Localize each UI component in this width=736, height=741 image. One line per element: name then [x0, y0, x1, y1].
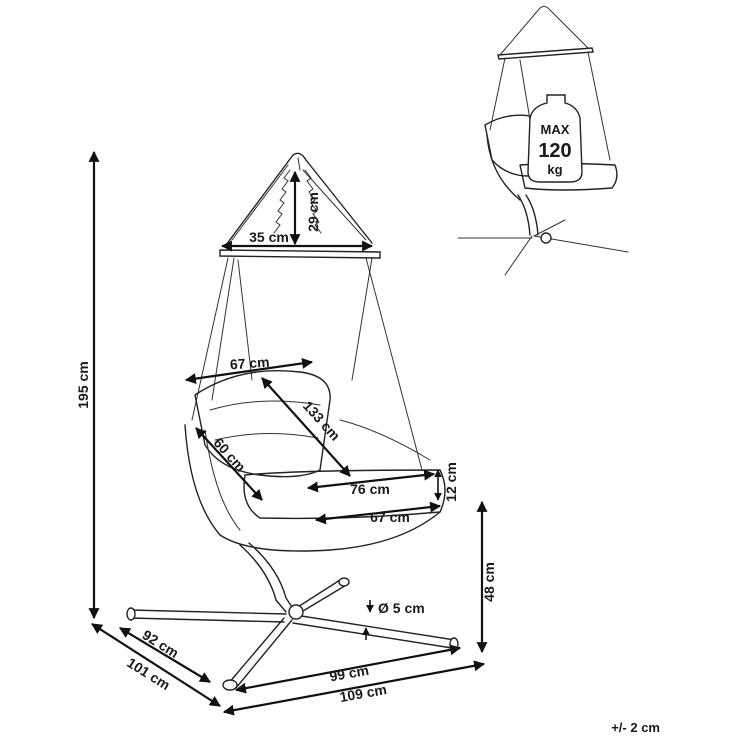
label-back-length: 133 cm [300, 398, 344, 444]
chain-right [304, 169, 322, 234]
label-side-depth: 60 cm [210, 435, 248, 475]
label-total-height: 195 cm [75, 361, 91, 408]
dimline-back-length [261, 377, 351, 477]
label-base-front-a: 99 cm [328, 662, 370, 685]
dimline-seat-width-top [184, 357, 314, 385]
label-chain-height: 29 cm [305, 192, 321, 232]
label-seat-width-bottom: 67 cm [370, 509, 410, 525]
spreader-bar [219, 249, 381, 259]
dimline-base-side-b [91, 623, 221, 707]
weight-badge-unit: kg [547, 162, 562, 177]
label-seat-depth: 76 cm [350, 481, 390, 497]
label-cushion-thickness: 12 cm [443, 462, 459, 502]
small-chair-illustration: MAX 120 kg [457, 5, 629, 276]
base-leg-front [227, 617, 293, 689]
label-chain-width: 35 cm [249, 229, 289, 245]
label-seat-width-top: 67 cm [229, 354, 270, 373]
hanging-triangle [225, 152, 373, 246]
seat-cushion [243, 469, 446, 520]
weight-badge-max: MAX [541, 122, 570, 137]
dimension-labels: 195 cm 29 cm 35 cm 67 cm 133 cm 60 cm 76… [75, 192, 660, 735]
label-base-height: 48 cm [481, 562, 497, 602]
label-base-side-a: 92 cm [140, 626, 182, 661]
dimline-seat-width-bottom [314, 501, 442, 525]
dimline-side-depth [195, 427, 263, 501]
dimline-seat-depth [306, 469, 436, 493]
weight-icon [527, 94, 583, 183]
stand-pole [239, 544, 287, 613]
label-base-front-b: 109 cm [338, 681, 388, 705]
dimline-base-front-b [222, 660, 486, 716]
rope-right-front [351, 257, 373, 381]
rope-left-front [191, 257, 229, 421]
weight-badge-value: 120 [538, 140, 571, 162]
backrest-cushion [194, 369, 331, 478]
base-leg-left [129, 609, 287, 623]
label-tube-diameter: Ø 5 cm [378, 600, 425, 616]
chain-left [273, 169, 291, 234]
base-leg-right [292, 614, 456, 649]
label-tolerance: +/- 2 cm [611, 720, 660, 735]
dimension-lines [88, 150, 488, 716]
